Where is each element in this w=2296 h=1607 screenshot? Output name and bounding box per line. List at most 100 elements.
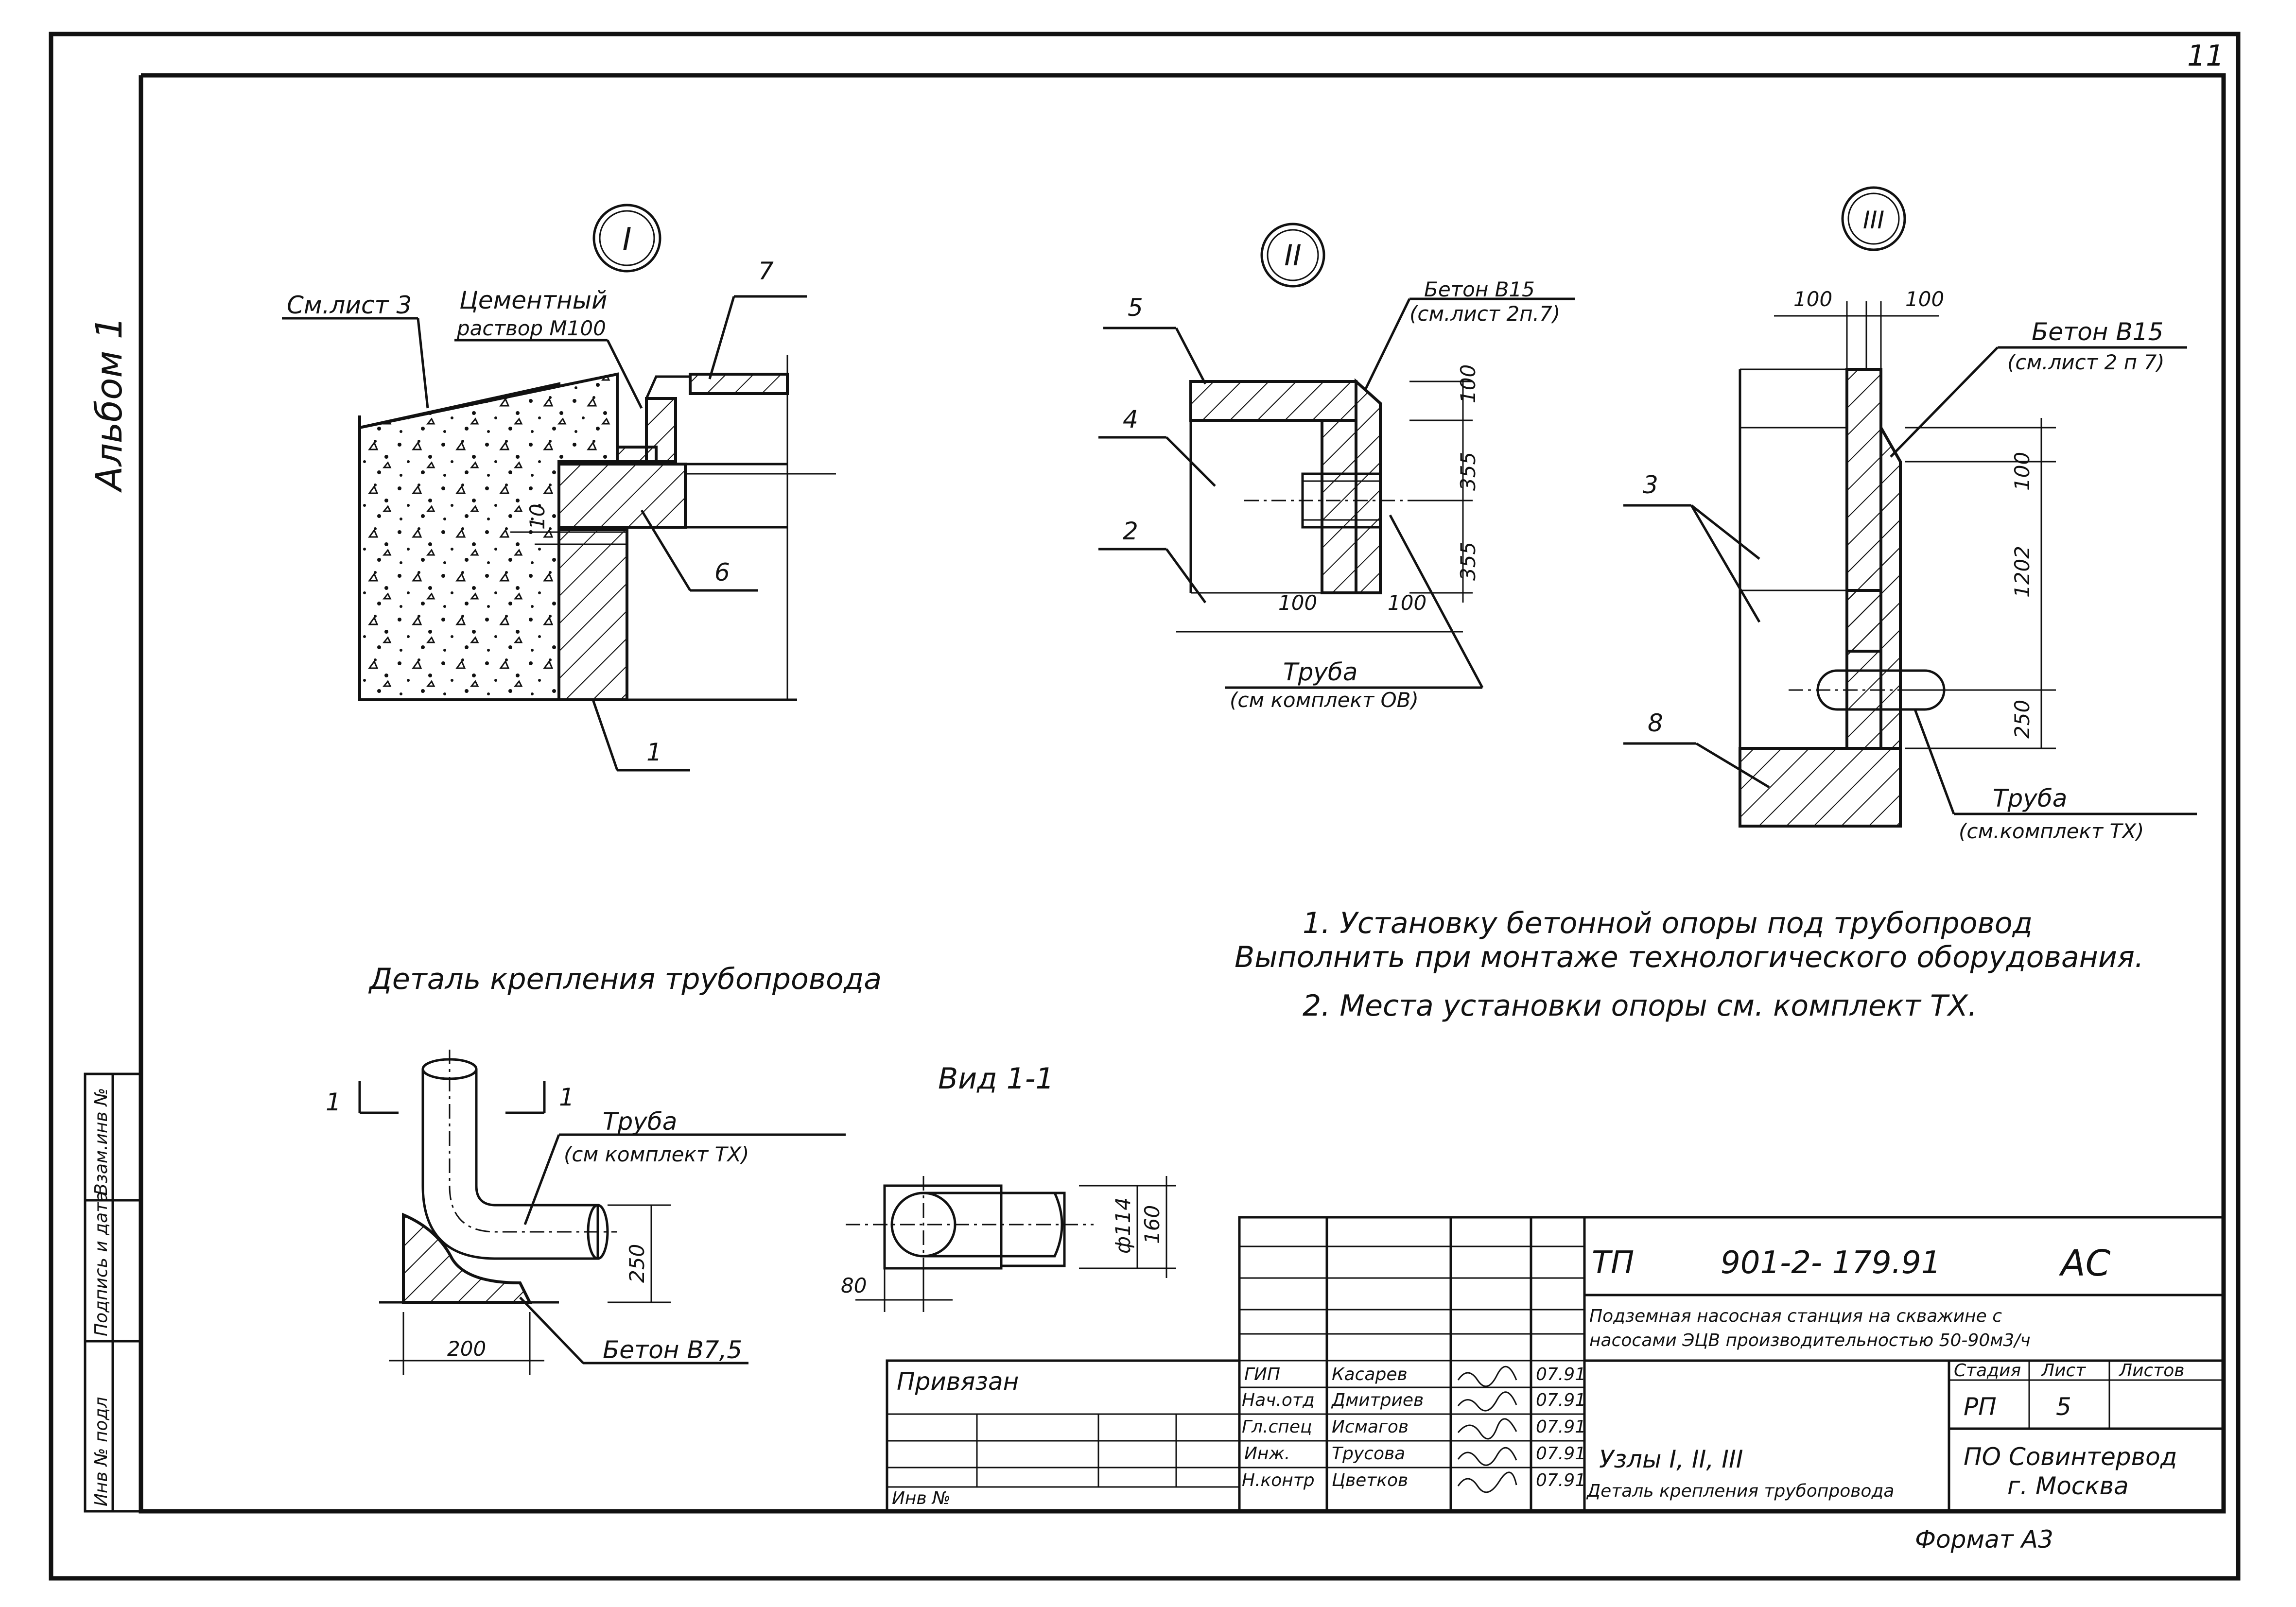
- view-dim-80: 80: [841, 1274, 867, 1297]
- node-2-pipe-1: Труба: [1283, 658, 1357, 686]
- detail-section-mark-left: 1: [326, 1088, 341, 1116]
- tb-name-3: Исмагов: [1332, 1417, 1409, 1437]
- page-number: 11: [2187, 39, 2224, 73]
- view-1-1: Вид 1-1 ф114 160 80: [841, 1062, 1176, 1312]
- node-3-concrete-2: (см.лист 2 п 7): [2007, 350, 2165, 374]
- node-1-marker: I: [623, 222, 632, 258]
- tb-drawing-title-2: Деталь крепления трубопровода: [1586, 1481, 1894, 1501]
- stamp-vzam-inv: Взам.инв №: [91, 1088, 111, 1195]
- view-dim-diam: ф114: [1111, 1197, 1135, 1254]
- view-dim-160: 160: [1140, 1205, 1164, 1244]
- node-3-dim-100: 100: [2010, 452, 2034, 491]
- tb-mark: АС: [2059, 1243, 2111, 1284]
- detail-dim-250: 250: [625, 1244, 649, 1283]
- tb-signature-4: [1457, 1447, 1517, 1466]
- detail-concrete: Бетон В7,5: [603, 1336, 742, 1364]
- tb-signature-5: [1457, 1471, 1517, 1493]
- node-1: I См.лист 3 Цементный раствор М100 7 6: [282, 204, 836, 772]
- detail-support: [402, 1212, 532, 1304]
- view-title: Вид 1-1: [938, 1062, 1054, 1096]
- tb-date-1: 07.91: [1536, 1365, 1586, 1384]
- detail-section-mark-right: 1: [559, 1083, 574, 1111]
- tb-stage: РП: [1964, 1393, 1997, 1421]
- node-1-cover: [689, 373, 789, 395]
- node-3-base: [1739, 747, 1902, 828]
- stamp-inv-podl: Инв № подл: [91, 1397, 111, 1506]
- node-1-mortar-1: Цементный: [459, 286, 608, 314]
- node-3-callout-8: 8: [1648, 709, 1663, 737]
- tb-name-4: Трусова: [1332, 1444, 1405, 1464]
- tb-signature-2: [1457, 1391, 1517, 1412]
- note-line-2: Выполнить при монтаже технологического о…: [1235, 940, 2144, 974]
- node-3-pipe-1: Труба: [1993, 784, 2067, 812]
- node-1-marker-circle: [592, 204, 661, 273]
- node-3-marker: III: [1863, 206, 1884, 234]
- node-3-marker-circle: [1841, 186, 1906, 251]
- tb-role-1: ГИП: [1244, 1365, 1280, 1384]
- node-1-callout-1: 1: [646, 738, 662, 766]
- tb-description-2: насосами ЭЦВ производительностью 50-90м3…: [1589, 1331, 2031, 1350]
- node-3-concrete-1: Бетон В15: [2032, 318, 2163, 346]
- node-2: II Бетон В15 (см.лист 2п.7) 100 355 355 …: [1098, 223, 1575, 712]
- detail-pipe: [421, 1069, 599, 1260]
- node-2-concrete-1: Бетон В15: [1424, 277, 1535, 301]
- title-block: Привязан Инв № ГИП Нач.отд Гл.спец Инж. …: [886, 1216, 2225, 1513]
- node-2-marker-circle: [1260, 223, 1325, 288]
- node-3-wall: [1845, 368, 1882, 750]
- node-3-dim-100-a: 100: [1793, 287, 1832, 311]
- tb-date-5: 07.91: [1536, 1470, 1586, 1490]
- tb-role-3: Гл.спец: [1242, 1417, 1312, 1437]
- tb-org-1: ПО Совинтервод: [1964, 1443, 2177, 1471]
- node-1-callout-6: 6: [714, 558, 730, 587]
- tb-drawing-title-1: Узлы I, II, III: [1599, 1445, 1743, 1473]
- node-1-wall: [557, 528, 628, 701]
- tb-sheet-no: 5: [2056, 1393, 2071, 1421]
- tb-project-code: ТП: [1592, 1245, 1634, 1281]
- note-line-1: 1. Установку бетонной опоры под трубопро…: [1303, 906, 2033, 940]
- tb-role-4: Инж.: [1244, 1444, 1290, 1464]
- sheet-format: Формат А3: [1915, 1525, 2053, 1554]
- node-2-dim-355-b: 355: [1456, 542, 1480, 581]
- node-2-dim-100-top: 100: [1456, 364, 1480, 403]
- node-2-callout-4: 4: [1123, 405, 1138, 433]
- node-3-dim-1202: 1202: [2010, 546, 2034, 598]
- node-3-callout-3: 3: [1643, 471, 1658, 499]
- tb-name-5: Цветков: [1332, 1470, 1408, 1490]
- pipe-detail: Деталь крепления трубопровода 1 1 250 20…: [326, 962, 882, 1375]
- note-line-3: 2. Места установки опоры см. комплект ТХ…: [1303, 989, 1977, 1023]
- node-3-pipe-2: (см.комплект ТХ): [1959, 819, 2144, 843]
- node-2-concrete-2: (см.лист 2п.7): [1409, 302, 1560, 326]
- tb-signature-3: [1457, 1418, 1517, 1440]
- node-2-callout-5: 5: [1128, 294, 1143, 322]
- detail-pipe-2: (см комплект ТХ): [564, 1142, 749, 1166]
- tb-date-4: 07.91: [1536, 1444, 1586, 1464]
- tb-stage-header: Стадия: [1954, 1361, 2021, 1381]
- detail-title: Деталь крепления трубопровода: [368, 962, 882, 996]
- node-1-dim-10: 10: [525, 504, 549, 530]
- tb-org-2: г. Москва: [2007, 1472, 2129, 1500]
- tb-role-5: Н.контр: [1242, 1470, 1315, 1490]
- outer-frame: [49, 32, 2241, 1581]
- node-3: III 100 100 Бетон В15 (см.лист 2 п 7) 10…: [1623, 186, 2197, 843]
- stamp-podpis-data: Подпись и дата: [91, 1192, 111, 1336]
- side-stamp: Взам.инв № Подпись и дата Инв № подл: [84, 1072, 142, 1513]
- tb-role-2: Нач.отд: [1242, 1390, 1315, 1410]
- detail-pipe-1: Труба: [603, 1107, 677, 1136]
- album-label: Альбом 1: [88, 316, 130, 493]
- node-1-mortar-2: раствор М100: [456, 316, 606, 340]
- node-1-slab: [557, 463, 687, 529]
- node-1-callout-7: 7: [758, 257, 774, 285]
- detail-dim-200: 200: [447, 1337, 486, 1361]
- tb-description-1: Подземная насосная станция на скважине с: [1589, 1306, 2002, 1326]
- node-2-marker: II: [1284, 239, 1301, 273]
- tb-signature-1: [1457, 1365, 1517, 1387]
- node-2-dim-355-a: 355: [1456, 452, 1480, 491]
- node-1-ref-sheet: См.лист 3: [287, 291, 412, 319]
- node-2-slab: [1189, 380, 1357, 422]
- node-3-dim-100-b: 100: [1905, 287, 1944, 311]
- tb-name-1: Касарев: [1332, 1365, 1408, 1384]
- tb-date-3: 07.91: [1536, 1417, 1586, 1437]
- tb-date-2: 07.91: [1536, 1390, 1586, 1410]
- tb-sheet-header: Лист: [2040, 1361, 2086, 1381]
